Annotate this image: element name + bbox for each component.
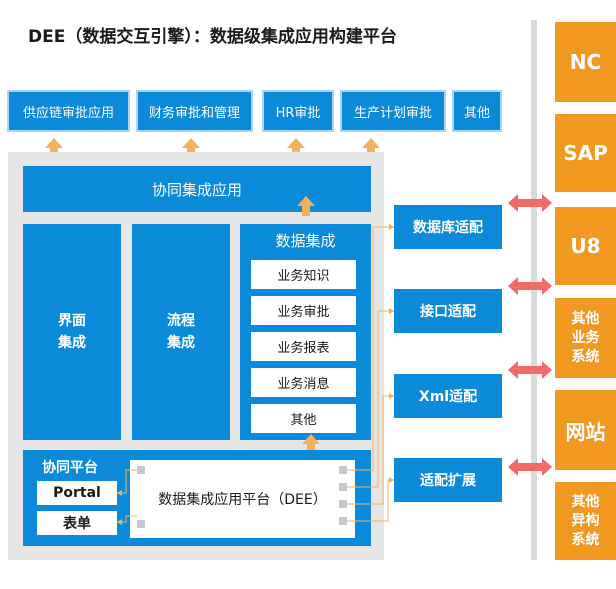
app-box-other: 其他 (452, 90, 502, 132)
up-arrow (302, 434, 320, 452)
port-square (137, 520, 145, 528)
adapter-extension: 适配扩展 (394, 458, 502, 502)
port-square (339, 517, 347, 525)
dee-platform-box: 数据集成应用平台（DEE） (130, 460, 355, 538)
ui-integration-line2: 集成 (58, 335, 86, 351)
ui-integration-line1: 界面 (58, 313, 86, 329)
system-sap-label: SAP (563, 141, 608, 165)
system-other-heterogeneous-line1: 其他 (571, 493, 600, 510)
process-integration-box: 流程 集成 (132, 224, 230, 440)
port-square (339, 483, 347, 491)
system-other-heterogeneous-line2: 异构 (571, 512, 600, 529)
app-box-finance: 财务审批和管理 (136, 90, 253, 132)
process-integration-line2: 集成 (167, 335, 195, 351)
data-integration-title: 数据集成 (275, 232, 336, 250)
data-item-approval: 业务审批 (251, 296, 356, 325)
process-integration-line1: 流程 (167, 313, 195, 329)
port-square (339, 466, 347, 474)
adapter-xml: Xml适配 (394, 374, 502, 418)
system-other-heterogeneous: 其他 异构 系统 (555, 482, 616, 560)
system-sap: SAP (555, 114, 616, 192)
ui-integration-box: 界面 集成 (23, 224, 121, 440)
system-u8-label: U8 (570, 234, 601, 258)
system-other-business-line3: 系统 (571, 348, 600, 365)
adapter-database: 数据库适配 (394, 205, 502, 249)
system-nc: NC (555, 22, 616, 102)
double-arrow-icon (508, 194, 552, 212)
system-other-business-line2: 业务 (571, 329, 600, 346)
app-box-hr: HR审批 (262, 90, 334, 132)
data-item-knowledge: 业务知识 (251, 260, 356, 289)
up-arrow (297, 196, 315, 216)
data-item-other: 其他 (251, 404, 356, 433)
app-box-supply-chain: 供应链审批应用 (7, 90, 130, 132)
double-arrow-icon (508, 277, 552, 295)
system-other-business: 其他 业务 系统 (555, 298, 616, 378)
form-box: 表单 (37, 511, 117, 535)
double-arrow-icon (508, 361, 552, 379)
port-square (137, 466, 145, 474)
system-u8: U8 (555, 207, 616, 285)
system-website: 网站 (555, 390, 616, 470)
system-other-heterogeneous-line3: 系统 (571, 531, 600, 548)
data-item-report: 业务报表 (251, 332, 356, 361)
system-website-label: 网站 (565, 419, 606, 444)
collab-platform-label: 协同平台 (42, 460, 98, 476)
double-arrow-icon (508, 458, 552, 476)
data-item-message: 业务消息 (251, 368, 356, 397)
portal-box: Portal (37, 481, 117, 505)
port-square (339, 500, 347, 508)
system-nc-label: NC (569, 50, 602, 74)
dee-platform-label: 数据集成应用平台（DEE） (158, 492, 327, 508)
adapter-interface: 接口适配 (394, 289, 502, 333)
diagram-title: DEE（数据交互引擎）：数据级集成应用构建平台 (28, 27, 397, 47)
system-other-business-line1: 其他 (571, 310, 600, 327)
app-box-production: 生产计划审批 (340, 90, 446, 132)
